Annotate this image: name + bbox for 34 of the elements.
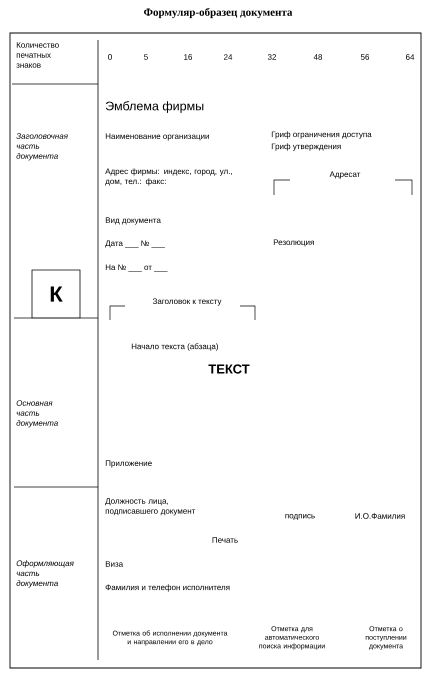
column-heading: Количество печатных знаков <box>16 42 59 68</box>
field-label: Виза <box>106 561 124 567</box>
field-label: Резолюция <box>274 239 314 247</box>
field-label: И.О.Фамилия <box>355 513 405 519</box>
scale-number: 5 <box>144 54 148 60</box>
field-label: Должность лица, подписавшего документ <box>105 498 196 516</box>
scale-number: 0 <box>108 54 112 60</box>
scale-number: 16 <box>184 54 192 60</box>
field-label: Адрес фирмы: индекс, город, ул., дом, тел.: факс: <box>105 168 232 186</box>
field-label: Заголовок к тексту <box>152 298 222 306</box>
body-heading: ТЕКСТ <box>208 364 250 374</box>
field-label: Гриф ограничения доступа <box>272 131 372 139</box>
field-label: Эмблема фирмы <box>106 101 204 113</box>
field-label: подпись <box>285 514 315 520</box>
title: Формуляр-образец документа <box>144 8 292 18</box>
field-label: Гриф утверждения <box>272 143 341 151</box>
field-label: Приложение <box>106 460 152 468</box>
scale-number: 32 <box>268 54 276 60</box>
field-label: На № ___ от ___ <box>106 264 168 272</box>
letter-box: К <box>32 270 80 318</box>
field-label: Адресат <box>330 171 360 179</box>
section-label: Оформляющая часть документа <box>16 560 74 588</box>
field-label: Вид документа <box>106 217 161 225</box>
field-label: Начало текста (абзаца) <box>132 343 218 351</box>
section-label: Заголовочная часть документа <box>16 133 68 160</box>
field-label: Печать <box>212 537 238 543</box>
scale-number: 24 <box>224 54 232 60</box>
field-label: Наименование организации <box>106 133 209 141</box>
field-label: Дата ___ № ___ <box>105 240 165 248</box>
field-label: Фамилия и телефон исполнителя <box>106 584 230 592</box>
section-label: Основная часть документа <box>16 400 58 428</box>
scale-number: 56 <box>360 54 370 60</box>
scale-number: 64 <box>406 54 414 60</box>
scale-number: 48 <box>314 54 322 60</box>
